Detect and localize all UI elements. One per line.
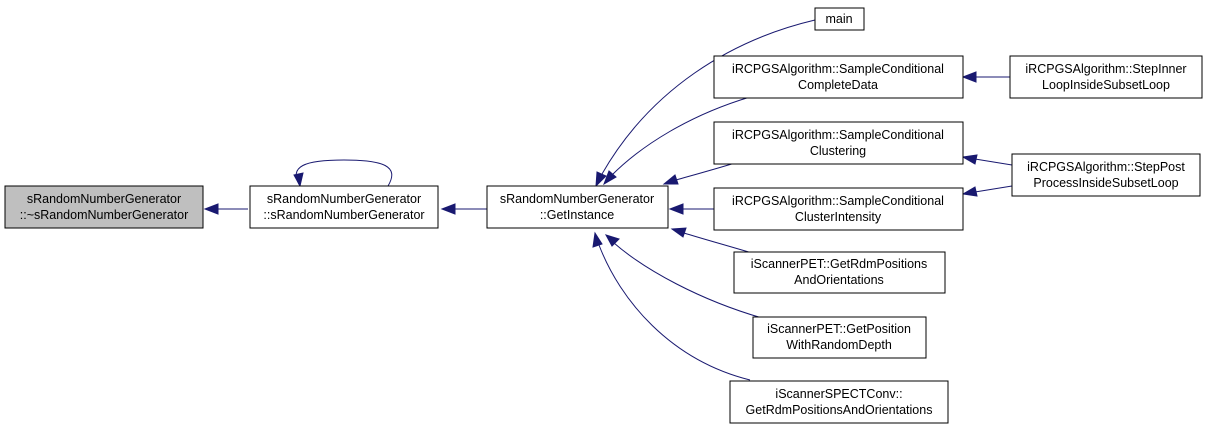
- edge-spect-to-getinstance: [592, 231, 751, 381]
- node-get-instance[interactable]: sRandomNumberGenerator ::GetInstance: [486, 185, 669, 229]
- edge-innerloop-to-completedata: [961, 71, 1010, 83]
- node-pet-rdm-positions-line2: AndOrientations: [794, 273, 884, 287]
- node-sample-clustering-line1: iRCPGSAlgorithm::SampleConditional: [732, 128, 944, 142]
- node-sample-cluster-intensity-line2: ClusterIntensity: [795, 210, 882, 224]
- edge-petdepth-to-getinstance: [604, 234, 763, 319]
- node-get-instance-line2: ::GetInstance: [540, 208, 614, 222]
- node-spect-rdm-positions-line1: iScannerSPECTConv::: [775, 387, 902, 401]
- node-pet-position-depth-line2: WithRandomDepth: [786, 338, 892, 352]
- node-step-post-process[interactable]: iRCPGSAlgorithm::StepPost ProcessInsideS…: [1011, 153, 1201, 197]
- node-sample-complete-data[interactable]: iRCPGSAlgorithm::SampleConditional Compl…: [713, 55, 964, 99]
- node-step-inner-loop-line2: LoopInsideSubsetLoop: [1042, 78, 1170, 92]
- edge-completedata-to-getinstance: [603, 96, 751, 186]
- node-step-inner-loop[interactable]: iRCPGSAlgorithm::StepInner LoopInsideSub…: [1009, 55, 1203, 99]
- edge-clusterintensity-to-getinstance: [668, 203, 714, 215]
- node-spect-rdm-positions[interactable]: iScannerSPECTConv:: GetRdmPositionsAndOr…: [729, 380, 949, 424]
- node-sample-complete-data-line2: CompleteData: [798, 78, 878, 92]
- edge-main-to-getinstance: [595, 19, 816, 188]
- node-sample-clustering-line2: Clustering: [810, 144, 866, 158]
- node-constructor-line1: sRandomNumberGenerator: [267, 192, 421, 206]
- node-destructor-line1: sRandomNumberGenerator: [27, 192, 181, 206]
- edge-postprocess-to-clusterintensity: [961, 185, 1013, 197]
- node-sample-cluster-intensity[interactable]: iRCPGSAlgorithm::SampleConditional Clust…: [713, 187, 964, 231]
- node-step-inner-loop-line1: iRCPGSAlgorithm::StepInner: [1025, 62, 1186, 76]
- node-pet-rdm-positions[interactable]: iScannerPET::GetRdmPositions AndOrientat…: [733, 251, 946, 294]
- edge-petrdm-to-getinstance: [670, 227, 753, 254]
- node-step-post-process-line1: iRCPGSAlgorithm::StepPost: [1027, 160, 1185, 174]
- node-destructor-line2: ::~sRandomNumberGenerator: [20, 208, 188, 222]
- node-spect-rdm-positions-line2: GetRdmPositionsAndOrientations: [746, 403, 933, 417]
- node-main[interactable]: main: [814, 7, 865, 31]
- edge-constructor-to-destructor: [203, 203, 248, 215]
- node-constructor[interactable]: sRandomNumberGenerator ::sRandomNumberGe…: [249, 185, 439, 229]
- edge-postprocess-to-clustering: [961, 154, 1013, 166]
- node-main-label: main: [825, 12, 852, 26]
- node-pet-rdm-positions-line1: iScannerPET::GetRdmPositions: [751, 257, 927, 271]
- node-pet-position-depth[interactable]: iScannerPET::GetPosition WithRandomDepth: [752, 316, 927, 359]
- node-sample-clustering[interactable]: iRCPGSAlgorithm::SampleConditional Clust…: [713, 121, 964, 165]
- node-destructor[interactable]: sRandomNumberGenerator ::~sRandomNumberG…: [4, 185, 204, 229]
- node-pet-position-depth-line1: iScannerPET::GetPosition: [767, 322, 911, 336]
- edge-getinstance-to-constructor: [440, 203, 487, 215]
- node-sample-cluster-intensity-line1: iRCPGSAlgorithm::SampleConditional: [732, 194, 944, 208]
- edge-constructor-self-loop: [293, 159, 393, 188]
- node-step-post-process-line2: ProcessInsideSubsetLoop: [1033, 176, 1178, 190]
- node-sample-complete-data-line1: iRCPGSAlgorithm::SampleConditional: [732, 62, 944, 76]
- node-get-instance-line1: sRandomNumberGenerator: [500, 192, 654, 206]
- node-constructor-line2: ::sRandomNumberGenerator: [263, 208, 424, 222]
- edge-clustering-to-getinstance: [662, 162, 736, 185]
